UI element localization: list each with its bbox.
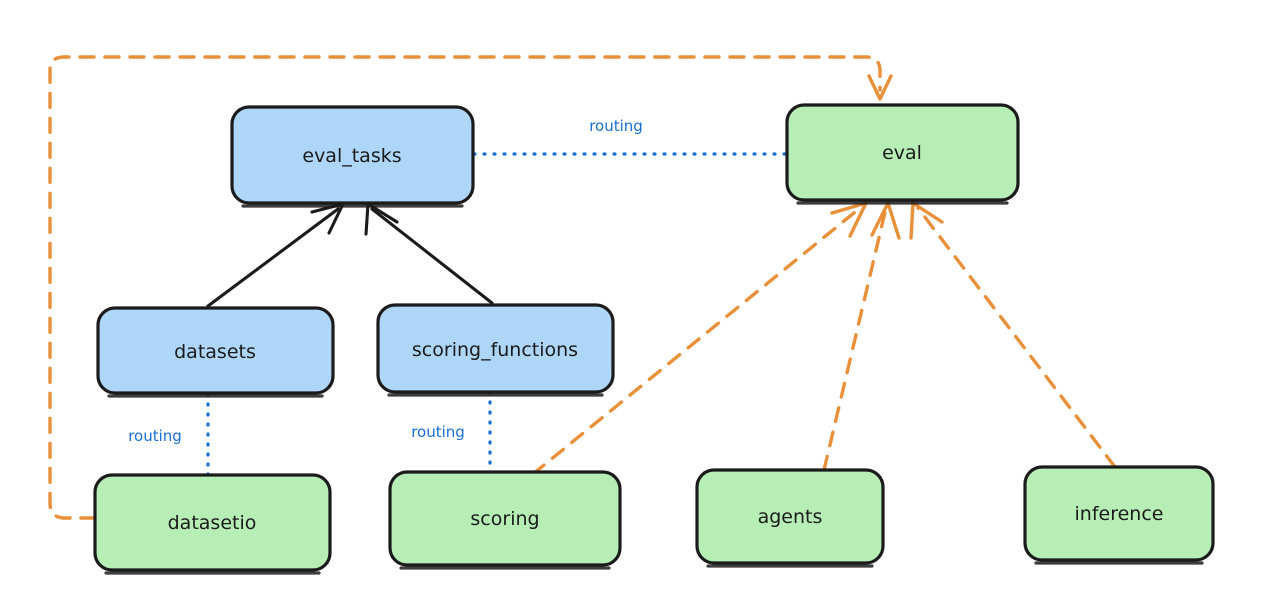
node-inference[interactable]: inference [1023,465,1215,565]
node-eval[interactable]: eval [785,103,1020,205]
node-layer: eval_tasks eval datasets scoring_functio… [93,103,1215,575]
node-inference-label: inference [1075,503,1164,525]
node-scoring-label: scoring [470,508,539,530]
node-agents-label: agents [758,506,823,528]
node-eval-tasks-box[interactable] [230,105,475,205]
edge-scoring-eval-arrowhead [830,201,868,238]
edge-datasetio-eval-arrowhead [867,74,893,101]
node-agents[interactable]: agents [695,468,885,568]
node-agents-box[interactable] [695,468,885,565]
edge-agents-eval [822,201,901,472]
node-eval-tasks[interactable]: eval_tasks [230,105,475,208]
node-datasetio-box[interactable] [93,473,332,572]
node-eval-label: eval [882,142,922,164]
node-datasetio[interactable]: datasetio [93,473,332,575]
edge-agents-eval-path [822,206,888,472]
node-eval-tasks-label: eval_tasks [302,145,401,167]
node-scoring[interactable]: scoring [388,470,622,570]
node-scoring-functions-label: scoring_functions [412,339,578,361]
edge-label-routing-datasetio: routing [128,427,182,445]
edge-scoring_functions-eval_tasks-path [370,207,494,305]
node-inference-box[interactable] [1023,465,1215,562]
edge-scoring_functions-eval_tasks [364,202,494,305]
edge-inference-eval-path [916,206,1117,469]
edge-scoring-eval-path [531,206,862,476]
edge-datasetio-eval [48,55,893,520]
node-scoring-box[interactable] [388,470,622,567]
edge-label-routing-eval: routing [589,117,643,135]
edge-label-routing-scoring: routing [411,423,465,441]
edge-agents-eval-arrowhead [870,201,901,240]
node-scoring-functions[interactable]: scoring_functions [376,303,615,397]
edge-datasets-eval_tasks [206,202,345,308]
node-eval-box[interactable] [785,103,1020,202]
node-datasets-label: datasets [174,341,256,363]
edge-label-layer: routing routing routing [128,117,643,445]
node-datasets[interactable]: datasets [96,306,335,398]
node-scoring-functions-box[interactable] [376,303,615,394]
node-datasetio-label: datasetio [168,512,257,534]
edge-inference-eval [909,201,1117,469]
node-datasets-box[interactable] [96,306,335,395]
edge-datasets-eval_tasks-path [206,207,340,308]
